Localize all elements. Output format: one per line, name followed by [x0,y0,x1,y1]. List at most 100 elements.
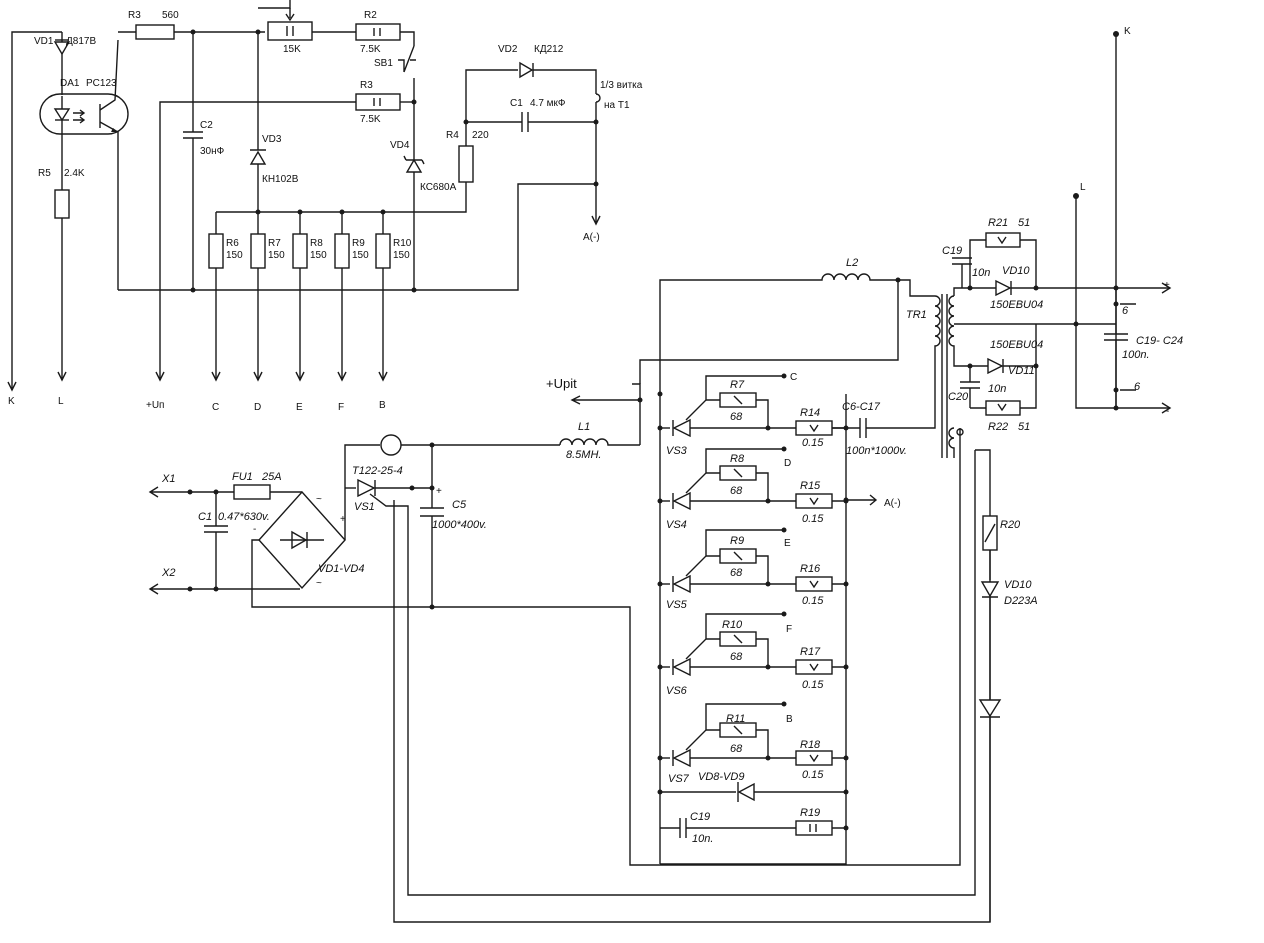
r10-ref: R10 [722,619,743,631]
c1-ref: C1 [510,98,523,109]
r9-value: 68 [730,567,743,579]
stage3-node: F [786,624,792,635]
oc20-value: 10n [988,383,1006,395]
optocoupler-da1 [39,39,129,290]
fu1-ref: FU1 [232,471,253,483]
oc19-value: 10n [972,267,990,279]
vd2-type: КД212 [534,44,564,55]
r5-ref: R5 [38,168,51,179]
r16-value: 0.15 [802,595,824,607]
tr1-ref: TR1 [906,309,927,321]
rectifier-bridge [258,490,346,590]
fvd10-ref: VD10 [1004,579,1032,591]
trimmer-r1 [267,21,313,41]
l2-ref: L2 [846,257,858,269]
power-a-minus: A(-) [884,498,901,509]
r7t-ref: R7 [268,238,281,249]
da1-ref: DA1 [60,78,80,89]
r7t-value: 150 [268,250,285,261]
r20-ref: R20 [1000,519,1021,531]
out-d: D [254,402,261,413]
c19b-value: 10n. [692,833,713,845]
r2-value: 7.5K [360,44,381,55]
vd1-ref: VD1 [34,36,54,47]
vd3-type: КН102В [262,174,299,185]
out-e: E [296,402,303,413]
top-a-minus: A(-) [583,232,600,243]
out-plus: + [1164,280,1170,291]
resistor-r3-top [135,24,175,40]
out-f: F [338,402,344,413]
out-l-label: L [1080,182,1086,193]
vs1-type: T122-25-4 [352,465,403,477]
c2-ref: C2 [200,120,213,131]
vd2-ref: VD2 [498,44,518,55]
vd8vd9-label: VD8-VD9 [698,771,744,783]
out-c: C [212,402,219,413]
upit-label: +Upit [546,376,577,391]
cbank-ref: C19- C24 [1136,335,1183,347]
x1-label: X1 [161,473,175,485]
stage-vs4 [657,446,849,511]
out-k: K [8,396,15,407]
c1-value: 4.7 мкФ [530,98,566,109]
resistor-r8-top [292,233,308,269]
r10t-ref: R10 [393,238,412,249]
stage-vs6 [657,611,849,677]
r18-value: 0.15 [802,769,824,781]
r3-top-ref: R3 [128,10,141,21]
stage4-node: B [786,714,793,725]
bridge-minus: - [253,524,256,535]
resistor-r6 [208,233,224,269]
ovd11-ref: VD11 [1008,365,1035,377]
c6c17-value: 100n*1000v. [846,445,907,457]
r15-ref: R15 [800,480,821,492]
r21-ref: R21 [988,217,1008,229]
r7-ref: R7 [730,379,745,391]
bridge-ac-top: ~ [316,494,322,505]
r8t-ref: R8 [310,238,323,249]
junctions-top [190,29,599,293]
r4-ref: R4 [446,130,459,141]
vs1-ref: VS1 [354,501,375,513]
stage-vs3 [657,373,849,438]
r11-ref: R11 [726,713,745,725]
r9t-value: 150 [352,250,369,261]
out-b: B [379,400,386,411]
c6c17-ref: C6-C17 [842,401,881,413]
r3b-ref: R3 [360,80,373,91]
r19-ref: R19 [800,807,820,819]
r17-value: 0.15 [802,679,824,691]
c19b-ref: C19 [690,811,710,823]
r8-ref: R8 [730,453,745,465]
vs7-ref: VS7 [668,773,690,785]
r10t-value: 150 [393,250,410,261]
x2-label: X2 [161,567,175,579]
resistor-r9-top [334,233,350,269]
r9t-ref: R9 [352,238,365,249]
vd4-ref: VD4 [390,140,410,151]
bridge-ac-bottom: ~ [316,578,322,589]
vs5-ref: VS5 [666,599,688,611]
resistor-bank [208,212,391,380]
r16-ref: R16 [800,563,821,575]
r11-value: 68 [730,743,743,755]
six-bottom: 6 [1134,381,1141,393]
bridge-ref: VD1-VD4 [318,563,364,575]
r21-value: 51 [1018,217,1030,229]
resistor-r4 [458,145,474,183]
power-circuit: X1 X2 FU1 25A C1 0.47*630v. ~ ~ + - VD1-… [148,26,1183,923]
stage0-node: C [790,372,797,383]
r9-ref: R9 [730,535,744,547]
control-circuit: VD1 Д817В DA1 PC123 R5 2.4K R3 560 [7,0,643,413]
r5-value: 2.4K [64,168,85,179]
r15-value: 0.15 [802,513,824,525]
vs6-ref: VS6 [666,685,688,697]
winding-line2: на Т1 [604,100,630,111]
r17-ref: R17 [800,646,821,658]
output-arrows [7,371,388,392]
current-sensor [380,434,402,456]
stage1-node: D [784,458,791,469]
winding-line1: 1/3 витка [600,80,643,91]
output-section [952,31,1172,416]
